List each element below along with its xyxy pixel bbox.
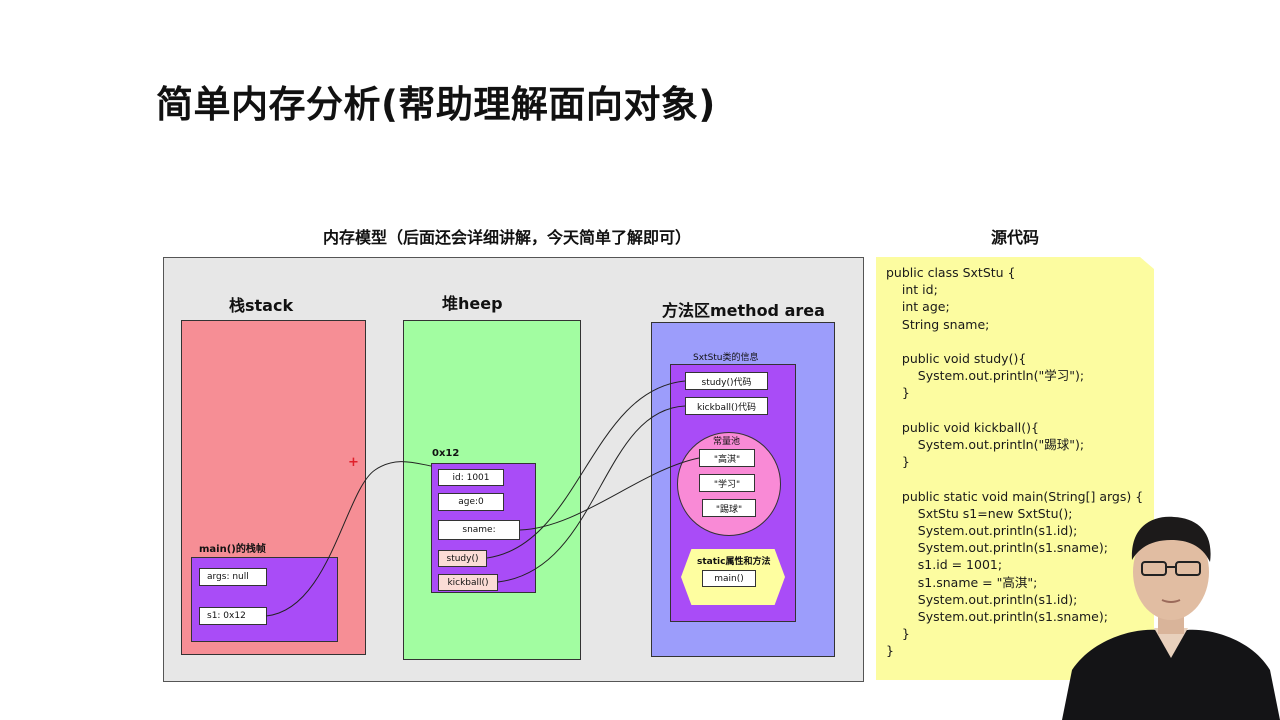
static-label: static属性和方法 — [697, 557, 771, 567]
code-line: s1.id = 1001; — [886, 557, 1003, 573]
code-line: SxtStu s1=new SxtStu(); — [886, 505, 1073, 521]
ref-study-to-code — [486, 380, 686, 559]
code-line: System.out.println("学习"); — [886, 368, 1085, 384]
ref-sname-to-constant — [519, 457, 700, 531]
code-line: System.out.println("踢球"); — [886, 437, 1085, 453]
code-line: String sname; — [886, 316, 990, 332]
diagram-title: 内存模型（后面还会详细讲解，今天简单了解即可） — [323, 228, 692, 247]
code-line: } — [886, 626, 910, 642]
method-area-label: 方法区method area — [662, 301, 825, 320]
code-line: public void study(){ — [886, 351, 1027, 367]
method-code-study: study()代码 — [685, 372, 768, 390]
code-line: public void kickball(){ — [886, 419, 1039, 435]
class-info-label: SxtStu类的信息 — [693, 353, 759, 363]
code-line: int id; — [886, 282, 938, 298]
constant-gaoqi: "高淇" — [699, 449, 755, 467]
stack-label: 栈stack — [229, 296, 294, 315]
heap-address: 0x12 — [432, 448, 460, 459]
constant-kickball: "踢球" — [702, 499, 756, 517]
ref-s1-to-object — [265, 461, 432, 617]
stack-cell-args: args: null — [199, 568, 267, 586]
heap-method-kickball: kickball() — [438, 574, 498, 591]
code-line: } — [886, 454, 910, 470]
code-line: public static void main(String[] args) { — [886, 488, 1144, 504]
code-line: s1.sname = "高淇"; — [886, 574, 1038, 590]
ref-kickball-to-code — [497, 405, 686, 583]
pool-label: 常量池 — [713, 437, 741, 447]
method-code-kickball: kickball()代码 — [685, 397, 768, 415]
heap-method-study: study() — [438, 550, 487, 567]
heap-field-id: id: 1001 — [438, 469, 504, 486]
code-line: int age; — [886, 299, 950, 315]
presenter-image — [1062, 516, 1280, 720]
source-code-panel — [876, 257, 1154, 680]
code-line: System.out.println(s1.sname); — [886, 609, 1108, 625]
heap-label: 堆heep — [442, 294, 503, 313]
constant-study: "学习" — [699, 474, 755, 492]
code-line: } — [886, 643, 894, 659]
code-line: System.out.println(s1.id); — [886, 523, 1078, 539]
code-line: public class SxtStu { — [886, 265, 1016, 280]
heap-field-age: age:0 — [438, 493, 504, 511]
static-main: main() — [702, 570, 756, 587]
source-code: public class SxtStu { int id; int age; S… — [886, 264, 1143, 660]
code-line: } — [886, 385, 910, 401]
code-line: System.out.println(s1.id); — [886, 591, 1078, 607]
code-title: 源代码 — [991, 228, 1040, 247]
page-title: 简单内存分析(帮助理解面向对象) — [156, 83, 716, 126]
cursor-plus-icon: + — [348, 455, 359, 470]
frame-label: main()的栈帧 — [199, 544, 266, 555]
code-line: System.out.println(s1.sname); — [886, 540, 1108, 556]
heap-field-sname: sname: — [438, 520, 520, 540]
